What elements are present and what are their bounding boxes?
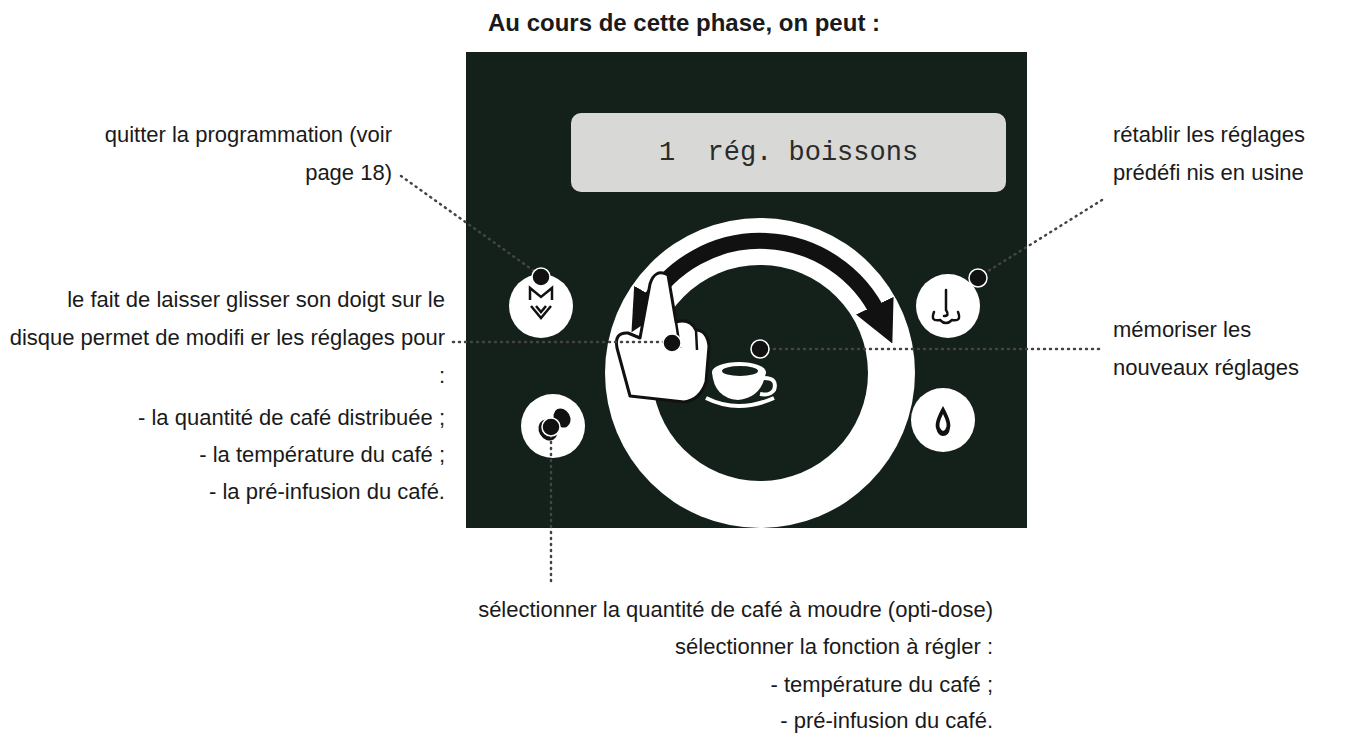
callout-dot <box>751 340 769 358</box>
rotary-disc <box>605 218 915 528</box>
callout-dot <box>542 418 560 436</box>
callout-dot <box>532 268 550 286</box>
control-panel <box>466 52 1027 528</box>
water-button <box>911 388 975 452</box>
menu-m-symbol <box>530 288 552 300</box>
callout-label: rétablir les réglages prédéfi nis en usi… <box>1113 116 1358 192</box>
callout-label: - la température du café ; <box>199 436 445 474</box>
opti-dose-button <box>521 394 585 458</box>
callout-label: - la quantité de café distribuée ; <box>138 399 445 437</box>
callout-label: - température du café ; <box>770 666 993 704</box>
leader-line <box>453 341 664 344</box>
leader-line <box>985 200 1102 273</box>
leader-line <box>550 436 553 586</box>
bean-symbol <box>535 416 562 444</box>
display-text: 1 rég. boissons <box>659 138 918 168</box>
callout-dot <box>663 334 681 352</box>
hand-icon <box>616 273 709 402</box>
leader-lines <box>401 176 1103 586</box>
callout-label: - la pré-infusion du café. <box>209 473 445 511</box>
drop-symbol <box>936 406 951 436</box>
callout-dots <box>532 268 987 436</box>
leader-line <box>768 348 1103 351</box>
leader-line <box>401 176 534 271</box>
callout-dot <box>969 269 987 287</box>
drawing-part <box>712 362 766 382</box>
lcd-display: 1 rég. boissons <box>571 113 1006 192</box>
rotation-arrow <box>646 241 880 317</box>
menu-arrow-symbol <box>531 306 551 318</box>
callout-label: le fait de laisser glisser son doigt sur… <box>9 281 445 395</box>
drawing-part <box>706 398 774 406</box>
callout-label: - pré-infusion du café. <box>780 702 993 740</box>
cup-icon <box>706 362 775 406</box>
callout-label: mémoriser les nouveaux réglages <box>1113 311 1318 387</box>
drop-symbol-inner <box>939 414 946 431</box>
callout-label: sélectionner la fonction à régler : <box>675 628 993 666</box>
callout-label: quitter la programmation (voir page 18) <box>92 116 392 192</box>
callout-label: sélectionner la quantité de café à moudr… <box>478 591 993 629</box>
drawing-part <box>722 366 758 376</box>
drawing-part <box>760 378 775 395</box>
title: Au cours de cette phase, on peut : <box>0 8 1368 38</box>
nose-symbol <box>933 290 959 323</box>
